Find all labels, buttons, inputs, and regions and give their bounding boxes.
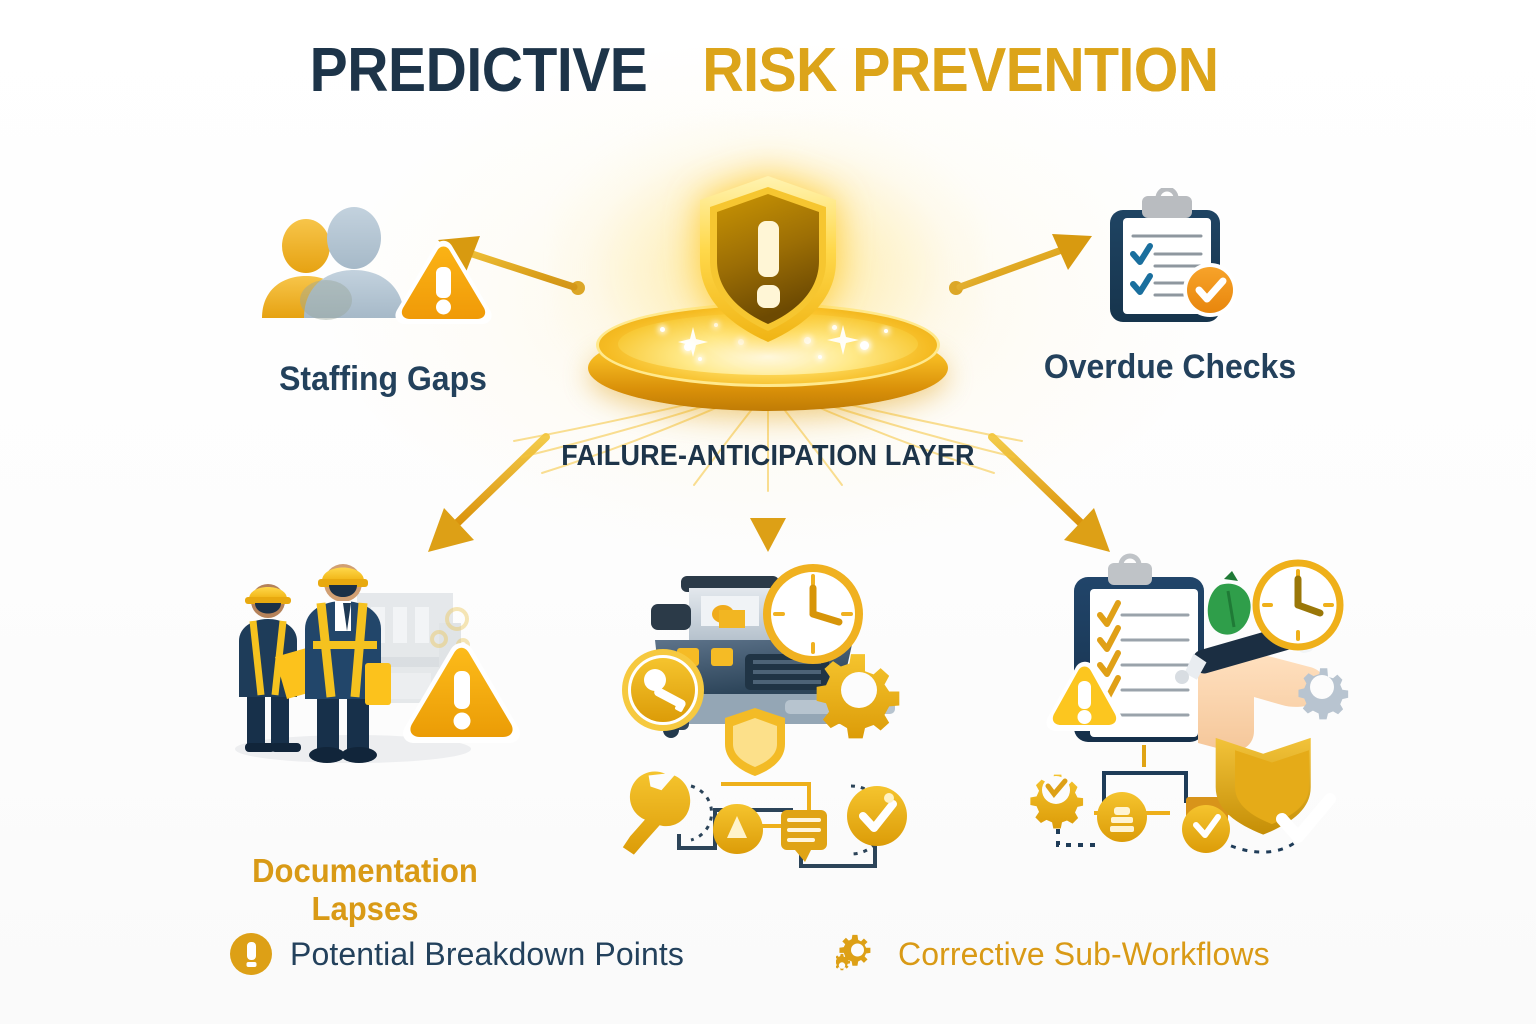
corrective-workflow [1030, 737, 1336, 854]
node-machinery-maintenance[interactable] [595, 548, 935, 868]
check-badge [1183, 263, 1237, 317]
clipboard [1074, 553, 1204, 742]
gear-icon [816, 654, 900, 739]
workflow-check-node [847, 786, 907, 846]
title-predictive: PREDICTIVE [309, 36, 648, 105]
wrench-icon [622, 771, 691, 855]
documentation-lapses-line1: Documentation [252, 852, 478, 889]
title-risk-prevention: RISK PREVENTION [702, 36, 1219, 105]
warning-shield-icon [700, 176, 836, 342]
worker-left [239, 584, 329, 752]
workflow-shield-check [1215, 737, 1336, 843]
exclamation-circle-icon [230, 933, 272, 975]
warning-triangle [395, 240, 492, 324]
users-warning-icon [248, 200, 518, 340]
workers-warning-icon [205, 545, 525, 850]
node-inspection-checklist[interactable] [1010, 545, 1370, 854]
failure-anticipation-hero [513, 118, 1023, 492]
workflow-gear-node [1030, 774, 1084, 829]
person-steel [304, 207, 404, 318]
key-icon [622, 649, 704, 731]
warning-triangle [403, 643, 520, 743]
legend-item-corrective-sub-workflows[interactable]: Corrective Sub-Workflows [836, 931, 1270, 977]
shield-badge [725, 708, 785, 776]
warning-triangle [1046, 661, 1124, 731]
legend: Potential Breakdown Points Corrective Su… [0, 925, 1536, 995]
arrow-to-machinery [750, 474, 786, 552]
clipboard-check-icon [1020, 186, 1320, 328]
workflow-lock-node [1097, 792, 1147, 842]
legend-label-potential-breakdown-points: Potential Breakdown Points [290, 935, 684, 972]
workflow-warning-node [713, 804, 763, 854]
worker-right [305, 564, 391, 763]
staffing-gaps-label: Staffing Gaps [279, 360, 487, 398]
clock-icon [763, 564, 863, 664]
gear-icon-steel [1298, 668, 1349, 720]
legend-item-potential-breakdown-points[interactable]: Potential Breakdown Points [228, 931, 684, 977]
node-overdue-checks[interactable]: Overdue Checks [1020, 186, 1320, 387]
leaf-icon [1207, 571, 1251, 635]
legend-label-corrective-sub-workflows: Corrective Sub-Workflows [898, 935, 1270, 972]
failure-anticipation-layer-label: FAILURE-ANTICIPATION LAYER [561, 440, 975, 472]
workflow-document-node [781, 810, 827, 862]
checklist-hand-workflow-icon [1010, 545, 1370, 854]
overdue-checks-label: Overdue Checks [1043, 348, 1297, 386]
gears-icon [836, 934, 871, 971]
maintenance-workflow [622, 771, 907, 868]
documentation-lapses-label: Documentation Lapses [215, 852, 516, 927]
machinery-maintenance-workflow-icon [595, 548, 935, 868]
clock-icon [1252, 559, 1344, 651]
workflow-box-node [1182, 797, 1230, 853]
documentation-lapses-line2: Lapses [311, 889, 419, 927]
node-documentation-lapses[interactable]: Documentation Lapses [205, 545, 525, 927]
node-staffing-gaps[interactable]: Staffing Gaps [248, 200, 518, 399]
podium-surface [618, 313, 918, 375]
